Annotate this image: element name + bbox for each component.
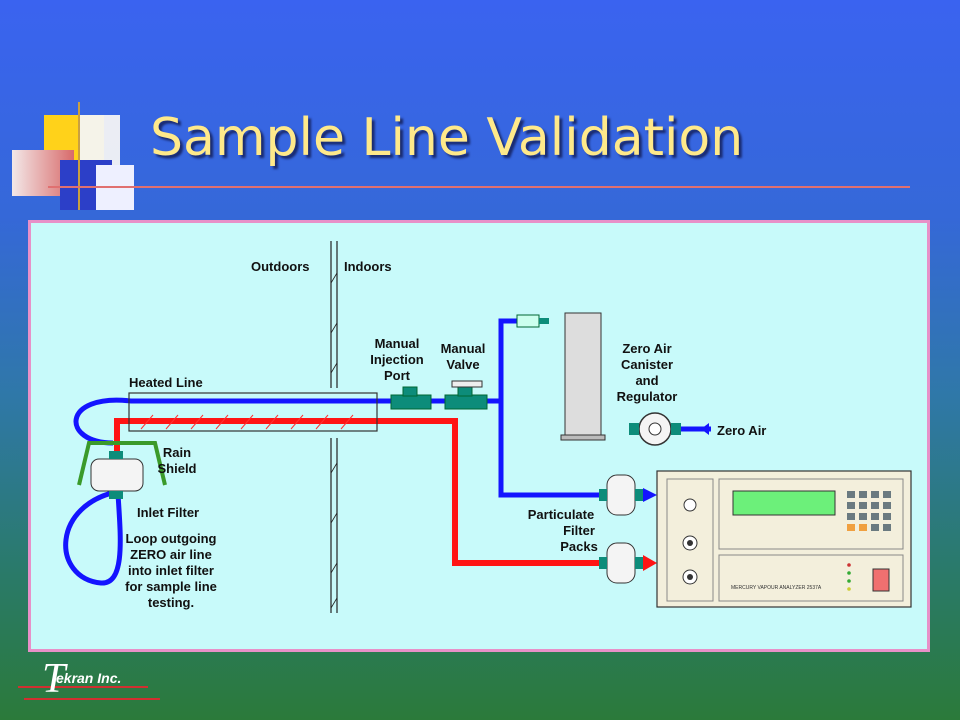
wall-hatching — [330, 272, 338, 609]
sample-line-diagram: MERCURY VAPOUR ANALYZER 2537A Outdoors I… — [63, 241, 912, 613]
logo-text: ekran Inc. — [56, 670, 122, 686]
label-particulate-3: Packs — [560, 539, 598, 554]
logo-rule-top — [18, 686, 148, 688]
label-particulate-2: Filter — [563, 523, 595, 538]
label-manual-valve-1: Manual — [441, 341, 486, 356]
analyzer-power-switch — [872, 568, 890, 592]
label-zero-air-canister-3: and — [635, 373, 658, 388]
label-rain-shield-1: Rain — [163, 445, 191, 460]
rain-shield — [77, 441, 167, 486]
label-loop-note-5: testing. — [148, 595, 194, 610]
title-underline — [48, 186, 910, 188]
slide-title: Sample Line Validation — [150, 108, 744, 168]
analyzer-keypad — [847, 491, 891, 531]
blue-to-canister — [498, 318, 517, 401]
analyzer-label: MERCURY VAPOUR ANALYZER 2537A — [731, 585, 822, 591]
heated-line-sleeve — [128, 392, 378, 432]
label-heated-line: Heated Line — [129, 375, 203, 390]
heated-line-hatching — [140, 414, 354, 430]
logo-rule-bottom — [24, 698, 160, 700]
label-loop-note-4: for sample line — [125, 579, 217, 594]
label-manual-injection-3: Port — [384, 368, 411, 383]
manual-injection-port — [390, 394, 432, 410]
blue-heated-line — [73, 397, 391, 446]
label-loop-note-2: ZERO air line — [130, 547, 212, 562]
filter-pack-bottom — [599, 542, 643, 584]
inlet-filter — [90, 458, 144, 492]
mercury-analyzer: MERCURY VAPOUR ANALYZER 2537A — [656, 470, 912, 608]
arrow-zero-air — [701, 423, 709, 435]
logo-letter: T — [42, 656, 66, 702]
label-manual-injection-2: Injection — [370, 352, 424, 367]
label-zero-air-canister-1: Zero Air — [622, 341, 671, 356]
label-loop-note-3: into inlet filter — [128, 563, 214, 578]
label-zero-air: Zero Air — [717, 423, 766, 438]
blue-to-filter-top — [498, 401, 601, 498]
decor-vertical-line — [78, 102, 80, 210]
label-rain-shield-2: Shield — [157, 461, 196, 476]
arrow-to-analyzer-red — [643, 555, 657, 571]
manual-valve — [444, 394, 488, 410]
label-outdoors: Outdoors — [251, 259, 310, 274]
canister-inlet-fitting — [516, 314, 540, 328]
label-manual-valve-2: Valve — [446, 357, 479, 372]
red-sample-line — [114, 418, 601, 566]
tekran-logo: T ekran Inc. — [14, 658, 164, 710]
decor-white-square — [80, 115, 120, 165]
label-particulate-1: Particulate — [528, 507, 594, 522]
diagram-panel: MERCURY VAPOUR ANALYZER 2537A Outdoors I… — [28, 220, 930, 652]
filter-pack-top — [599, 474, 643, 516]
arrow-to-analyzer-blue — [643, 488, 657, 502]
label-indoors: Indoors — [344, 259, 392, 274]
zero-air-canister — [564, 312, 602, 436]
label-zero-air-canister-2: Canister — [621, 357, 673, 372]
label-loop-note-1: Loop outgoing — [126, 531, 217, 546]
label-manual-injection-1: Manual — [375, 336, 420, 351]
blue-loop-line — [63, 467, 123, 586]
analyzer-display — [732, 490, 836, 516]
label-inlet-filter: Inlet Filter — [137, 505, 199, 520]
label-zero-air-canister-4: Regulator — [617, 389, 678, 404]
